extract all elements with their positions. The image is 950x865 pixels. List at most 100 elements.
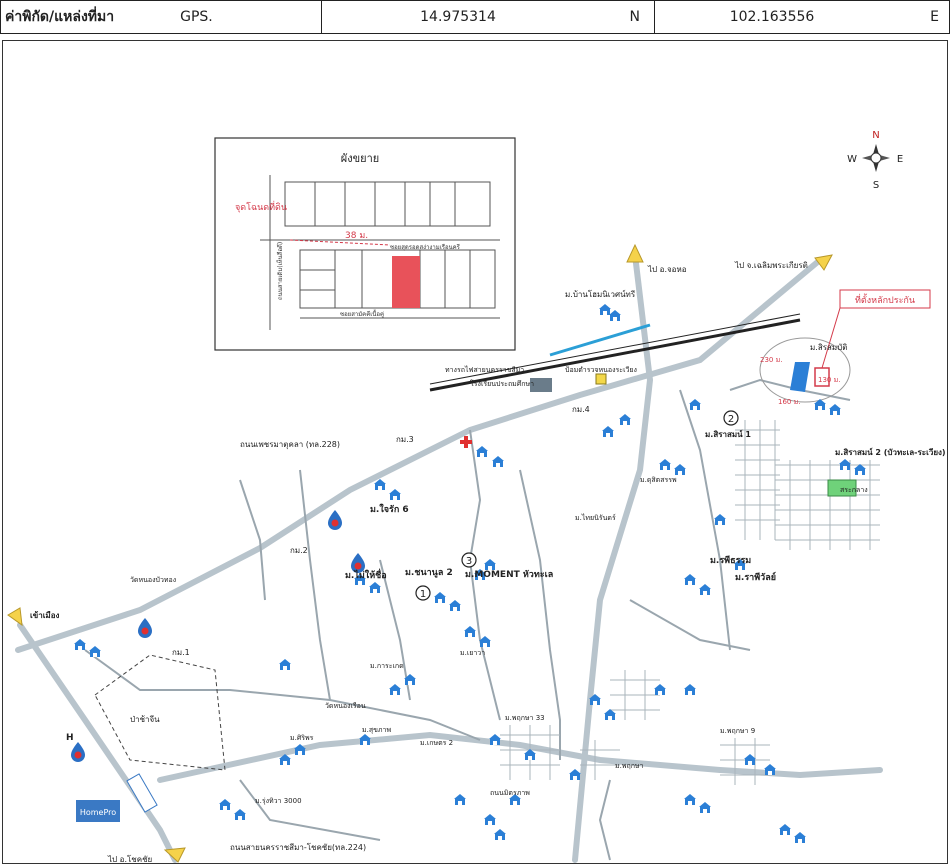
- location-label: ค่าพิกัด/แหล่งที่มา: [5, 9, 115, 25]
- label-sukhap: ม.สุขภาพ: [362, 726, 391, 734]
- label-rangsit: ม.ไทยนิรันดร์: [575, 513, 616, 522]
- label-school: โรงเรียนประถมศึกษา: [470, 379, 534, 388]
- road-s10: [598, 779, 611, 861]
- label-forest: ป่าช้าจีน: [130, 715, 160, 724]
- dist-130: 130 ม.: [818, 376, 840, 384]
- label-yaowa: ม.เยาวา: [460, 649, 485, 657]
- inset-marker-label: จุดโฉนดที่ดิน: [235, 200, 287, 213]
- label-phakdee: ม.พฤกษา: [615, 762, 644, 770]
- inset-road-bottom: ซอยสามัคคีเนื้อคู่: [340, 308, 384, 318]
- compass-e: E: [897, 154, 903, 165]
- secondary-roads: [84, 378, 851, 861]
- label-to-jakkarat: ไป อ.จอหอ: [647, 265, 687, 274]
- road-s1: [84, 649, 481, 741]
- label-ban-1: ม.บ้านโฮมนิเวศน์ทรี: [565, 289, 636, 299]
- label-chanon: ม.ชนานูล 2: [405, 568, 453, 578]
- label-rungtiwa: ม.รุ่งทิวา 3000: [255, 797, 302, 805]
- label-monmai: ม.ไม่ให้ชื่อ: [345, 568, 387, 581]
- location-cell: ค่าพิกัด/แหล่งที่มา GPS.: [0, 0, 322, 34]
- road-s9: [239, 779, 381, 841]
- gps-header: ค่าพิกัด/แหล่งที่มา GPS. 14.975314 N 102…: [0, 0, 950, 36]
- arrow-west-icon: [7, 607, 23, 627]
- inset-road-left: ถนนสายเดิม(เห็นลือดี): [275, 242, 284, 300]
- inset-map: ผังขยาย จุดโฉนดที่ดิน 38 ม. ซอยสุดรอดสง: [214, 137, 516, 351]
- label-lake: สระกลาง: [840, 486, 868, 494]
- circle-3-label: 3: [466, 556, 472, 567]
- subject-label: ที่ตั้งหลักประกัน: [855, 293, 915, 306]
- canal: [549, 323, 651, 357]
- hospital-icon: [460, 436, 472, 448]
- label-to-jokchai: ไป อ.โชคชัย: [107, 854, 152, 864]
- dist-160: 160 ม.: [778, 398, 800, 406]
- arrow-south-icon: [163, 847, 186, 863]
- inset-road-top: ซอยสุดรอดสง่างามเรือนครี: [390, 243, 461, 251]
- lake-shape: [790, 362, 810, 392]
- road-s8: [629, 599, 751, 651]
- school-icon: [530, 378, 552, 392]
- label-to-chaloem: ไป จ.เฉลิมพระเกียรติ: [734, 261, 808, 270]
- circle-1-label: 1: [420, 589, 426, 600]
- road-north: [572, 252, 654, 863]
- label-chairak6: ม.ใจรัก 6: [370, 503, 409, 515]
- road-s4: [519, 469, 561, 760]
- road-228: [15, 257, 823, 653]
- label-siraset2: ม.สิราสมน์ 2 (บัวทะเล-ระเวียง): [835, 447, 946, 457]
- label-temple1: วัดหนองเรือน: [325, 702, 366, 710]
- label-road-228: ถนนเพชรมาตุคลา (ทล.228): [240, 440, 340, 449]
- gas-station-icons: [71, 510, 365, 762]
- label-temple2: วัดหนองบัวทอง: [130, 576, 176, 584]
- road-s5: [679, 389, 731, 651]
- circle-markers: [415, 410, 739, 601]
- road-s2: [299, 469, 331, 701]
- label-sirasa: ม.สิรสมบัติ: [810, 343, 847, 352]
- label-km2: กม.2: [290, 546, 308, 555]
- road-224: [17, 622, 178, 863]
- label-road-224: ถนนสายนครราชสีมา-โชคชัย(ทล.224): [230, 842, 366, 852]
- label-siripra: ม.ศิริพร: [290, 734, 314, 742]
- label-road-bypass: ถนนมิตรภาพ: [490, 789, 530, 797]
- forest-area: [94, 654, 226, 771]
- market-icon: [595, 373, 607, 385]
- label-h: H: [66, 733, 74, 743]
- railway: [429, 313, 801, 392]
- label-pruksa33: ม.พฤกษา 33: [505, 714, 545, 722]
- gps-label: GPS.: [180, 9, 213, 25]
- label-km1: กม.1: [172, 648, 190, 657]
- longitude-dir: E: [930, 9, 939, 25]
- label-pruksa9: ม.พฤกษา 9: [720, 727, 755, 735]
- compass: N S E W: [847, 130, 903, 191]
- homepro-label: HomePro: [80, 808, 116, 817]
- label-trakarn: ม.การะเกด: [370, 662, 404, 670]
- map-frame: [2, 40, 948, 864]
- circle-2-label: 2: [728, 414, 734, 425]
- label-market: ป้อมตำรวจหนองระเวียง: [565, 366, 637, 374]
- inset-distance: 38 ม.: [345, 231, 368, 241]
- village-grids: [500, 420, 880, 785]
- road-s6: [239, 479, 266, 601]
- label-canal: ทางรถไฟสายนครราชสีมา: [445, 365, 524, 374]
- dist-230: 230 ม.: [760, 356, 782, 364]
- compass-s: S: [873, 180, 879, 191]
- subject-plot: [392, 256, 420, 308]
- label-kanprad: ม.รพีธรรม: [710, 555, 751, 566]
- longitude-value: 102.163556: [729, 9, 815, 25]
- label-km4: กม.4: [572, 405, 590, 414]
- tesco-logo: [126, 773, 158, 813]
- arrow-ne-icon: [814, 254, 833, 271]
- road-s11: [729, 378, 851, 401]
- label-raphi: ม.ราพีวัลย์: [735, 571, 776, 583]
- compass-w: W: [847, 154, 857, 165]
- compass-n: N: [872, 130, 879, 141]
- label-km3: กม.3: [396, 435, 414, 444]
- label-to-city: เข้าเมือง: [30, 610, 60, 620]
- direction-arrows: [7, 243, 833, 863]
- label-dekhsom: ม.ดุสิตสรรพ: [640, 476, 677, 484]
- subject-area: ที่ตั้งหลักประกัน 230 ม. 130 ม. 160 ม.: [759, 289, 931, 406]
- green-park: [827, 479, 857, 497]
- label-moment: ม.MOMENT หัวทะเล: [465, 569, 553, 580]
- inset-title: ผังขยาย: [341, 152, 379, 165]
- arrow-north-icon: [626, 243, 644, 263]
- homepro-logo: [76, 800, 120, 822]
